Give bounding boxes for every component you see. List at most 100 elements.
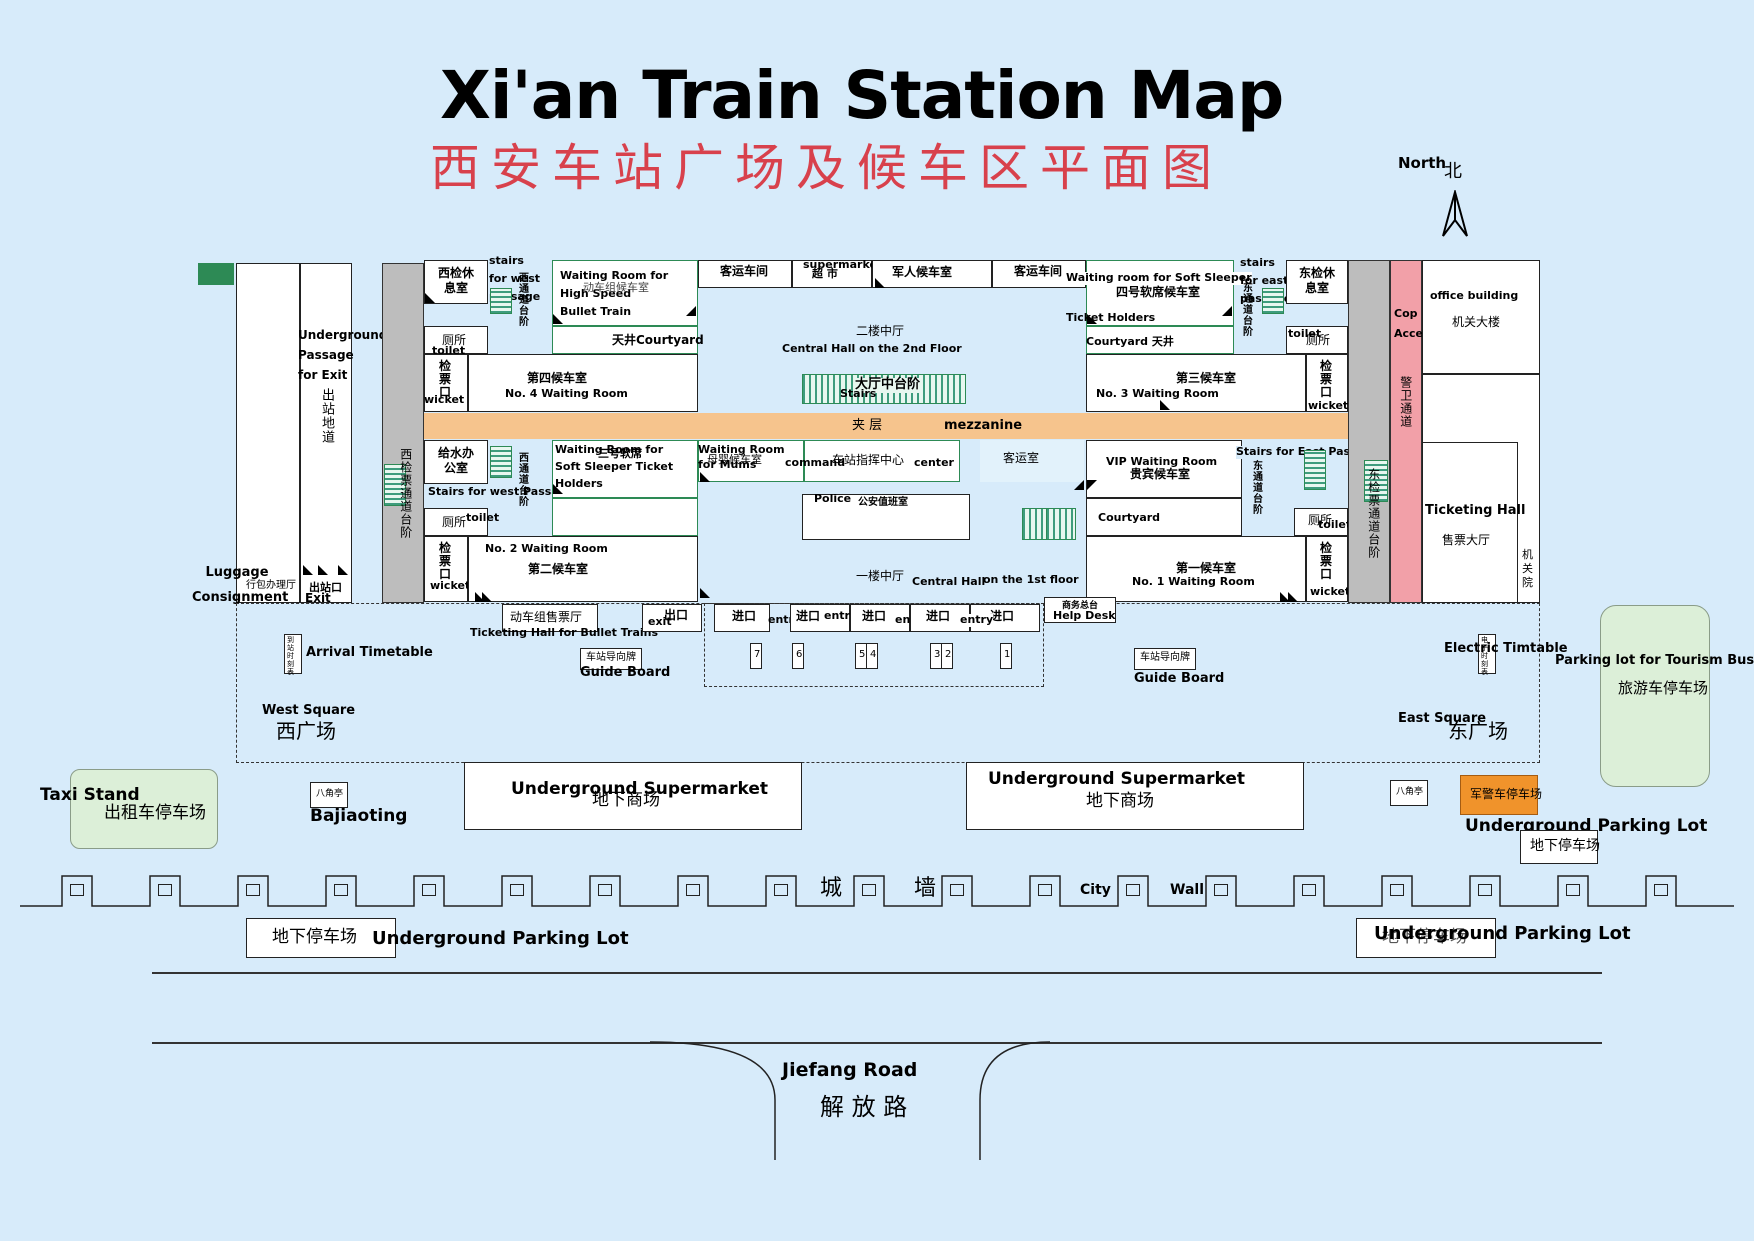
center-en: center xyxy=(914,456,954,469)
entry-gate-1[interactable] xyxy=(714,604,770,632)
underground-supermarket-west[interactable] xyxy=(464,762,802,830)
stairs-west-2 xyxy=(490,446,512,478)
door-marker xyxy=(1087,314,1097,324)
gate-number-2: 2 xyxy=(941,643,953,669)
exit-en: Exit xyxy=(305,591,331,605)
entrance-zone xyxy=(704,603,1044,687)
supermarket-cn: 超 市 xyxy=(812,267,838,280)
door-marker xyxy=(1288,592,1298,602)
entry-en-2: entry xyxy=(824,609,858,622)
wicket-cn-nw: 检票口 xyxy=(439,359,452,399)
luggage-label: Luggage Consignment xyxy=(192,565,289,605)
ug-supermarket-west-cn: 地下商场 xyxy=(592,790,660,810)
wr3-en: No. 3 Waiting Room xyxy=(1096,387,1219,400)
central-hall-1f-cn: 一楼中厅 xyxy=(856,569,905,583)
west-rest-label: 西检休息室 xyxy=(437,266,474,295)
stairs-west-top xyxy=(490,288,512,314)
west-square-cn: 西广场 xyxy=(276,719,336,743)
ug-supermarket-west-en: Underground Supermarket xyxy=(511,779,769,799)
ticketing-cn: 售票大厅 xyxy=(1442,533,1491,547)
underground-supermarket-east[interactable] xyxy=(966,762,1304,830)
wall-window xyxy=(1038,884,1052,896)
toilet-east-1-en: toilet xyxy=(1288,327,1322,340)
mums-en: Waiting Room for Mums xyxy=(698,443,785,471)
soft-sleeper-4-room xyxy=(1086,260,1234,326)
wicket-room-se xyxy=(1306,536,1348,602)
command-cn: 车站指挥中心 xyxy=(832,453,905,467)
toilet-east-1 xyxy=(1286,326,1348,354)
wall-window xyxy=(1478,884,1492,896)
toilet-2 xyxy=(424,508,488,536)
mezzanine-band xyxy=(424,413,1348,439)
west-square-en: West Square xyxy=(262,703,356,718)
mezzanine-en: mezzanine xyxy=(944,418,1023,433)
soft-sleeper-3-cn: 三号软席 xyxy=(598,447,642,460)
wicket-en-se: wicket xyxy=(1310,585,1351,598)
east-square-cn: 东广场 xyxy=(1448,719,1508,743)
high-speed-cn: 动车组候车室 xyxy=(583,281,649,294)
wicket-cn-se: 检票口 xyxy=(1320,541,1333,581)
road-line-bottom xyxy=(152,1042,1602,1044)
wicket-en-nw: wicket xyxy=(424,393,465,406)
courtyard-west-label: 天井Courtyard xyxy=(612,333,704,347)
wr1-cn: 第一候车室 xyxy=(1176,561,1237,575)
door-marker xyxy=(1087,480,1097,490)
wr3-cn: 第三候车室 xyxy=(1176,371,1237,385)
green-sign xyxy=(198,263,234,285)
wall-window xyxy=(774,884,788,896)
ug-parking-east-en: Underground Parking Lot xyxy=(1374,923,1631,944)
ug-parking-east-top[interactable] xyxy=(1520,830,1598,864)
entry-en-5: entry xyxy=(960,613,994,627)
mums-room xyxy=(698,440,804,482)
ug-parking-west[interactable] xyxy=(246,918,396,958)
wall-window xyxy=(422,884,436,896)
ug-parking-east[interactable] xyxy=(1356,918,1496,958)
guide-board-east-label: Guide Board xyxy=(1134,671,1225,686)
soft-sleeper-4-cn: 四号软席候车室 xyxy=(1116,285,1201,299)
wall-window xyxy=(686,884,700,896)
wr2-cn: 第二候车室 xyxy=(528,562,589,576)
road-line-top xyxy=(152,972,1602,974)
electric-timetable-label: Electric Timtable xyxy=(1444,641,1568,656)
entry-gate-3[interactable] xyxy=(850,604,910,632)
passenger-transport-1: 客运车间 xyxy=(720,264,769,278)
wall-window xyxy=(862,884,876,896)
help-desk[interactable] xyxy=(1044,597,1116,623)
stairs-east-top xyxy=(1262,288,1284,314)
entry-cn-4: 进口 xyxy=(926,609,951,623)
wall-window xyxy=(246,884,260,896)
bajiao-sign-west: 八角亭 xyxy=(316,789,344,799)
military-label: 军人候车室 xyxy=(892,265,953,279)
guide-board-west xyxy=(580,648,642,670)
wall-window xyxy=(334,884,348,896)
entry-gate-2[interactable] xyxy=(790,604,850,632)
arrival-timetable-sign xyxy=(284,634,302,674)
tourism-bus-parking xyxy=(1600,605,1710,787)
waiting-room-3 xyxy=(1086,354,1306,412)
guide-sign-cn-west: 车站导向牌 xyxy=(586,652,636,663)
central-hall-2f-cn: 二楼中厅 xyxy=(856,324,905,338)
passenger-room-label: 客运室 xyxy=(1003,451,1040,465)
door-marker xyxy=(475,592,485,602)
wall-window xyxy=(1214,884,1228,896)
courtyard-lower-west xyxy=(552,498,698,536)
wicket-cn-ne: 检票口 xyxy=(1320,359,1333,399)
passage-block-left xyxy=(236,263,300,603)
wall-en: Wall xyxy=(1170,882,1204,899)
west-channel-top-label: 西通道台阶 xyxy=(516,272,528,327)
door-marker xyxy=(425,293,435,303)
entry-cn-5: 进口 xyxy=(990,609,1015,623)
wall-window xyxy=(1390,884,1404,896)
office-en: office building xyxy=(1430,289,1519,302)
wall-window xyxy=(598,884,612,896)
wall-window xyxy=(510,884,524,896)
door-marker xyxy=(482,592,492,602)
police-en: Police xyxy=(814,492,852,505)
ticket-holders: Ticket Holders xyxy=(1066,311,1156,324)
bullet-ticket-cn: 动车组售票厅 xyxy=(510,610,583,624)
wicket-cn-sw: 检票口 xyxy=(439,541,452,581)
wr2-en: No. 2 Waiting Room xyxy=(485,542,608,555)
soft-sleeper-4-en: Waiting room for Soft Sleeper xyxy=(1066,271,1252,285)
command-center xyxy=(804,440,960,482)
exit-arrow xyxy=(303,565,313,575)
